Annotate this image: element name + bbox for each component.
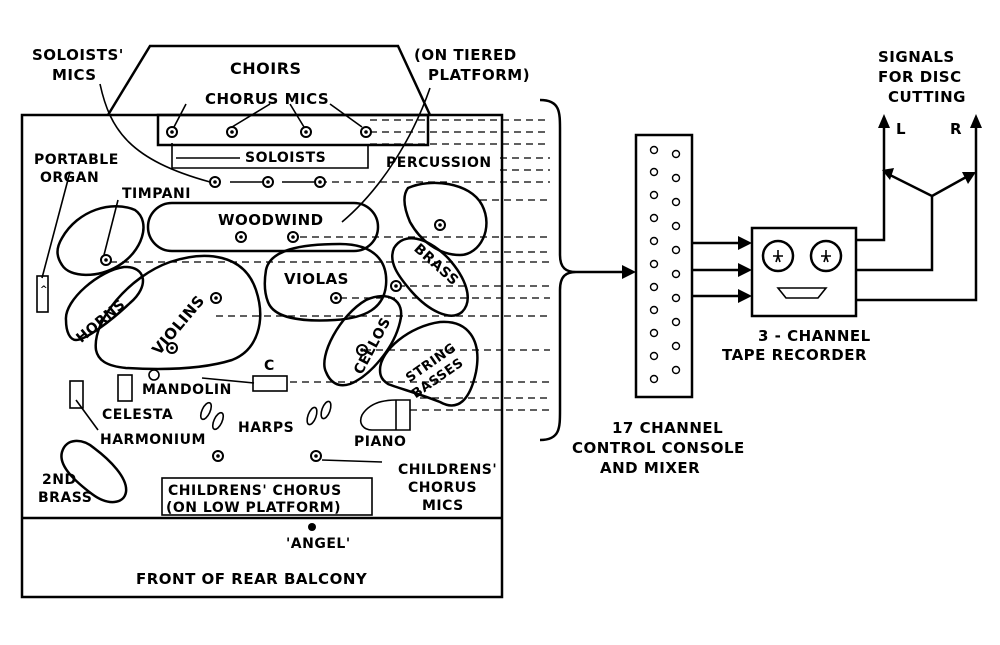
portable-organ-label-1: PORTABLE — [34, 152, 119, 168]
console-label-2: CONTROL CONSOLE — [572, 439, 745, 457]
string-basses-section — [378, 320, 479, 407]
disc-cutting-signal-routing — [856, 114, 982, 302]
horns-section — [64, 265, 145, 342]
violas-mic — [330, 292, 342, 304]
harp-icon-3 — [306, 406, 318, 426]
signals-label-1: SIGNALS — [878, 48, 955, 66]
tape-recorder-label-2: TAPE RECORDER — [722, 346, 867, 364]
soloists-label: SOLOISTS — [245, 150, 326, 166]
timpani-label: TIMPANI — [122, 186, 191, 202]
tiered-platform-label-1: (ON TIERED — [414, 46, 517, 64]
childrens-mic-1 — [212, 450, 224, 462]
violins-mic-2 — [166, 342, 178, 354]
violins-mic-1 — [210, 292, 222, 304]
second-brass-label-2: BRASS — [38, 490, 92, 506]
soloist-mic-3 — [314, 176, 326, 188]
svg-text:^: ^ — [40, 285, 48, 295]
chorus-mics-label: CHORUS MICS — [205, 90, 329, 108]
signals-label-2: FOR DISC — [878, 68, 962, 86]
tiered-platform-label-2: PLATFORM) — [428, 66, 530, 84]
chorus-mic-4 — [360, 126, 372, 138]
mandolin-stand — [117, 374, 133, 402]
woodwind-label: WOODWIND — [218, 211, 324, 229]
tape-reel-left — [761, 239, 795, 273]
brass-mic — [390, 280, 402, 292]
celesta-label: CELESTA — [102, 407, 173, 423]
woodwind-section — [146, 201, 380, 253]
celesta-icon — [69, 380, 84, 409]
soloists-riser — [171, 143, 369, 169]
tape-reel-right — [809, 239, 843, 273]
chorus-mic-1 — [166, 126, 178, 138]
mandolin-icon — [148, 369, 160, 381]
left-channel-label: L — [896, 120, 906, 138]
horns-label: HORNS — [73, 297, 128, 347]
percussion-mic — [434, 219, 446, 231]
angel-label: 'ANGEL' — [286, 536, 351, 552]
c-instrument-box — [252, 375, 288, 392]
brass-section — [391, 237, 469, 317]
violins-label: VIOLINS — [148, 292, 208, 359]
tape-recorder — [750, 226, 858, 318]
tape-recorder-label-1: 3 - CHANNEL — [758, 327, 871, 345]
childrens-mic-2 — [310, 450, 322, 462]
harp-icon-4 — [320, 400, 332, 420]
soloists-mics-label-2: MICS — [52, 66, 97, 84]
right-channel-label: R — [950, 120, 962, 138]
childrens-chorus-label-1: CHILDRENS' CHORUS — [168, 483, 342, 499]
choirs-label: CHOIRS — [230, 59, 302, 78]
brace-arrow-head — [622, 265, 636, 279]
timpani-mic — [100, 254, 112, 266]
portable-organ-label-2: ORGAN — [40, 170, 99, 186]
cellos-mic — [356, 344, 368, 356]
console-channel-knobs — [649, 145, 681, 384]
chorus-mic-2 — [226, 126, 238, 138]
soloist-mic-1 — [209, 176, 221, 188]
woodwind-mic-1 — [235, 231, 247, 243]
violins-section — [94, 254, 262, 371]
mandolin-label: MANDOLIN — [142, 382, 232, 398]
harp-icon-2 — [211, 411, 225, 431]
percussion-section — [403, 181, 488, 257]
cellos-section — [323, 294, 403, 387]
control-console — [634, 133, 694, 399]
chorus-mic-3 — [300, 126, 312, 138]
harps-label: HARPS — [238, 420, 294, 436]
childrens-chorus-mics-label-2: CHORUS — [408, 480, 477, 496]
console-label-3: AND MIXER — [600, 459, 700, 477]
second-brass-label-1: 2ND — [42, 472, 77, 488]
childrens-chorus-mics-label-3: MICS — [422, 498, 464, 514]
childrens-chorus-mics-label-1: CHILDRENS' — [398, 462, 497, 478]
c-label: C — [264, 358, 275, 374]
soloists-mics-label-1: SOLOISTS' — [32, 46, 124, 64]
violas-label: VIOLAS — [284, 270, 349, 288]
microphones — [100, 126, 446, 462]
mic-feed-lines — [110, 119, 550, 411]
console-label-1: 17 CHANNEL — [612, 419, 723, 437]
timpani-section — [56, 205, 145, 277]
console-output-arrows — [692, 236, 752, 303]
harmonium-label: HARMONIUM — [100, 432, 206, 448]
percussion-label: PERCUSSION — [386, 155, 492, 171]
choir-platform — [106, 44, 432, 116]
front-of-rear-balcony-label: FRONT OF REAR BALCONY — [136, 570, 368, 588]
second-brass-section — [60, 439, 128, 504]
signals-label-3: CUTTING — [888, 88, 966, 106]
piano-icon — [359, 399, 411, 431]
woodwind-mic-2 — [287, 231, 299, 243]
childrens-chorus-label-2: (ON LOW PLATFORM) — [166, 500, 341, 516]
hall-outline — [20, 113, 504, 599]
tape-head — [776, 287, 828, 299]
violas-section — [263, 242, 388, 322]
angel-mic — [308, 523, 316, 531]
piano-label: PIANO — [354, 434, 406, 450]
childrens-chorus-box — [161, 477, 373, 516]
harp-icon-1 — [199, 401, 213, 421]
channel-brace — [539, 98, 577, 442]
soloist-mic-2 — [262, 176, 274, 188]
